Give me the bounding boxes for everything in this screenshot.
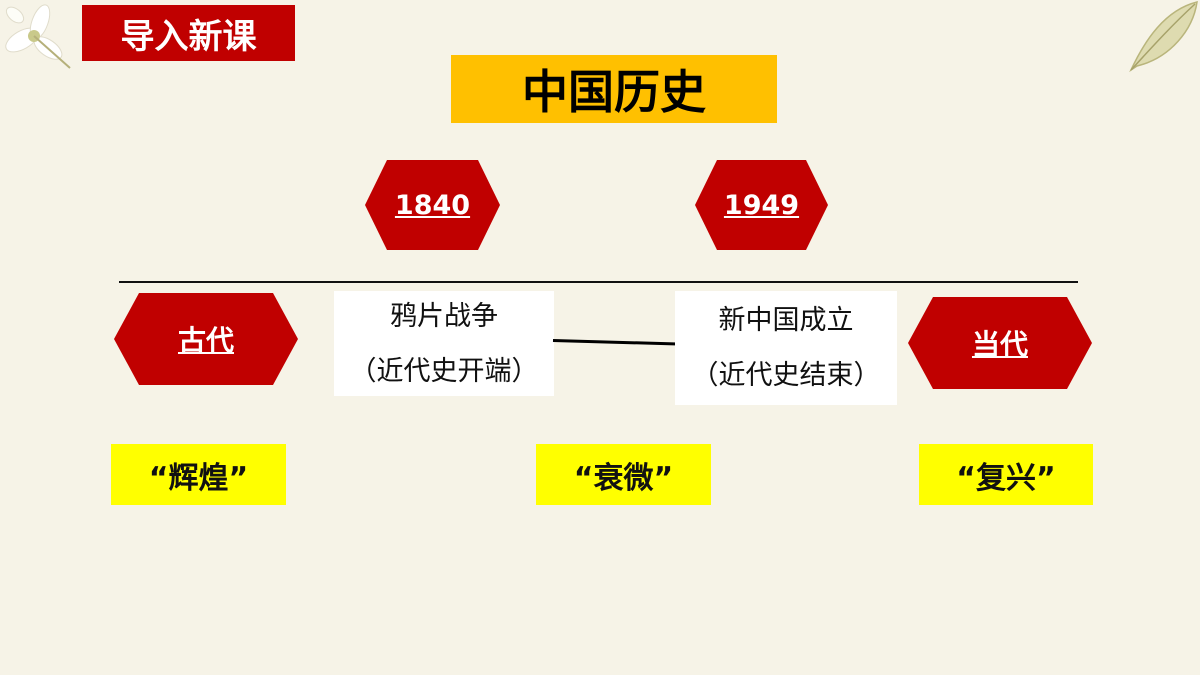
year-label: 1949	[723, 189, 800, 221]
flower-icon	[0, 0, 75, 70]
era-badge-ancient[interactable]: 古代	[114, 293, 298, 385]
leaf-icon	[1125, 0, 1200, 75]
event-box-prc-founding: 新中国成立 （近代史结束）	[675, 291, 897, 405]
era-label: 当代	[971, 328, 1028, 361]
event-note: （近代史开端）	[349, 355, 539, 387]
event-name: 新中国成立	[718, 305, 854, 336]
period-label-revival: “复兴”	[919, 444, 1093, 505]
event-note: （近代史结束）	[691, 360, 881, 391]
year-badge-1949[interactable]: 1949	[695, 160, 828, 250]
event-connector-line	[552, 339, 678, 346]
event-box-opium-war: 鸦片战争 （近代史开端）	[334, 291, 554, 396]
section-tag: 导入新课	[82, 5, 295, 61]
era-badge-contemporary[interactable]: 当代	[908, 297, 1092, 389]
period-label-decline: “衰微”	[536, 444, 711, 505]
timeline-line	[119, 281, 1078, 283]
year-badge-1840[interactable]: 1840	[365, 160, 500, 250]
year-label: 1840	[394, 189, 471, 221]
event-name: 鸦片战争	[390, 300, 498, 332]
period-label-glory: “辉煌”	[111, 444, 286, 505]
era-label: 古代	[177, 324, 234, 357]
page-title: 中国历史	[451, 55, 777, 123]
